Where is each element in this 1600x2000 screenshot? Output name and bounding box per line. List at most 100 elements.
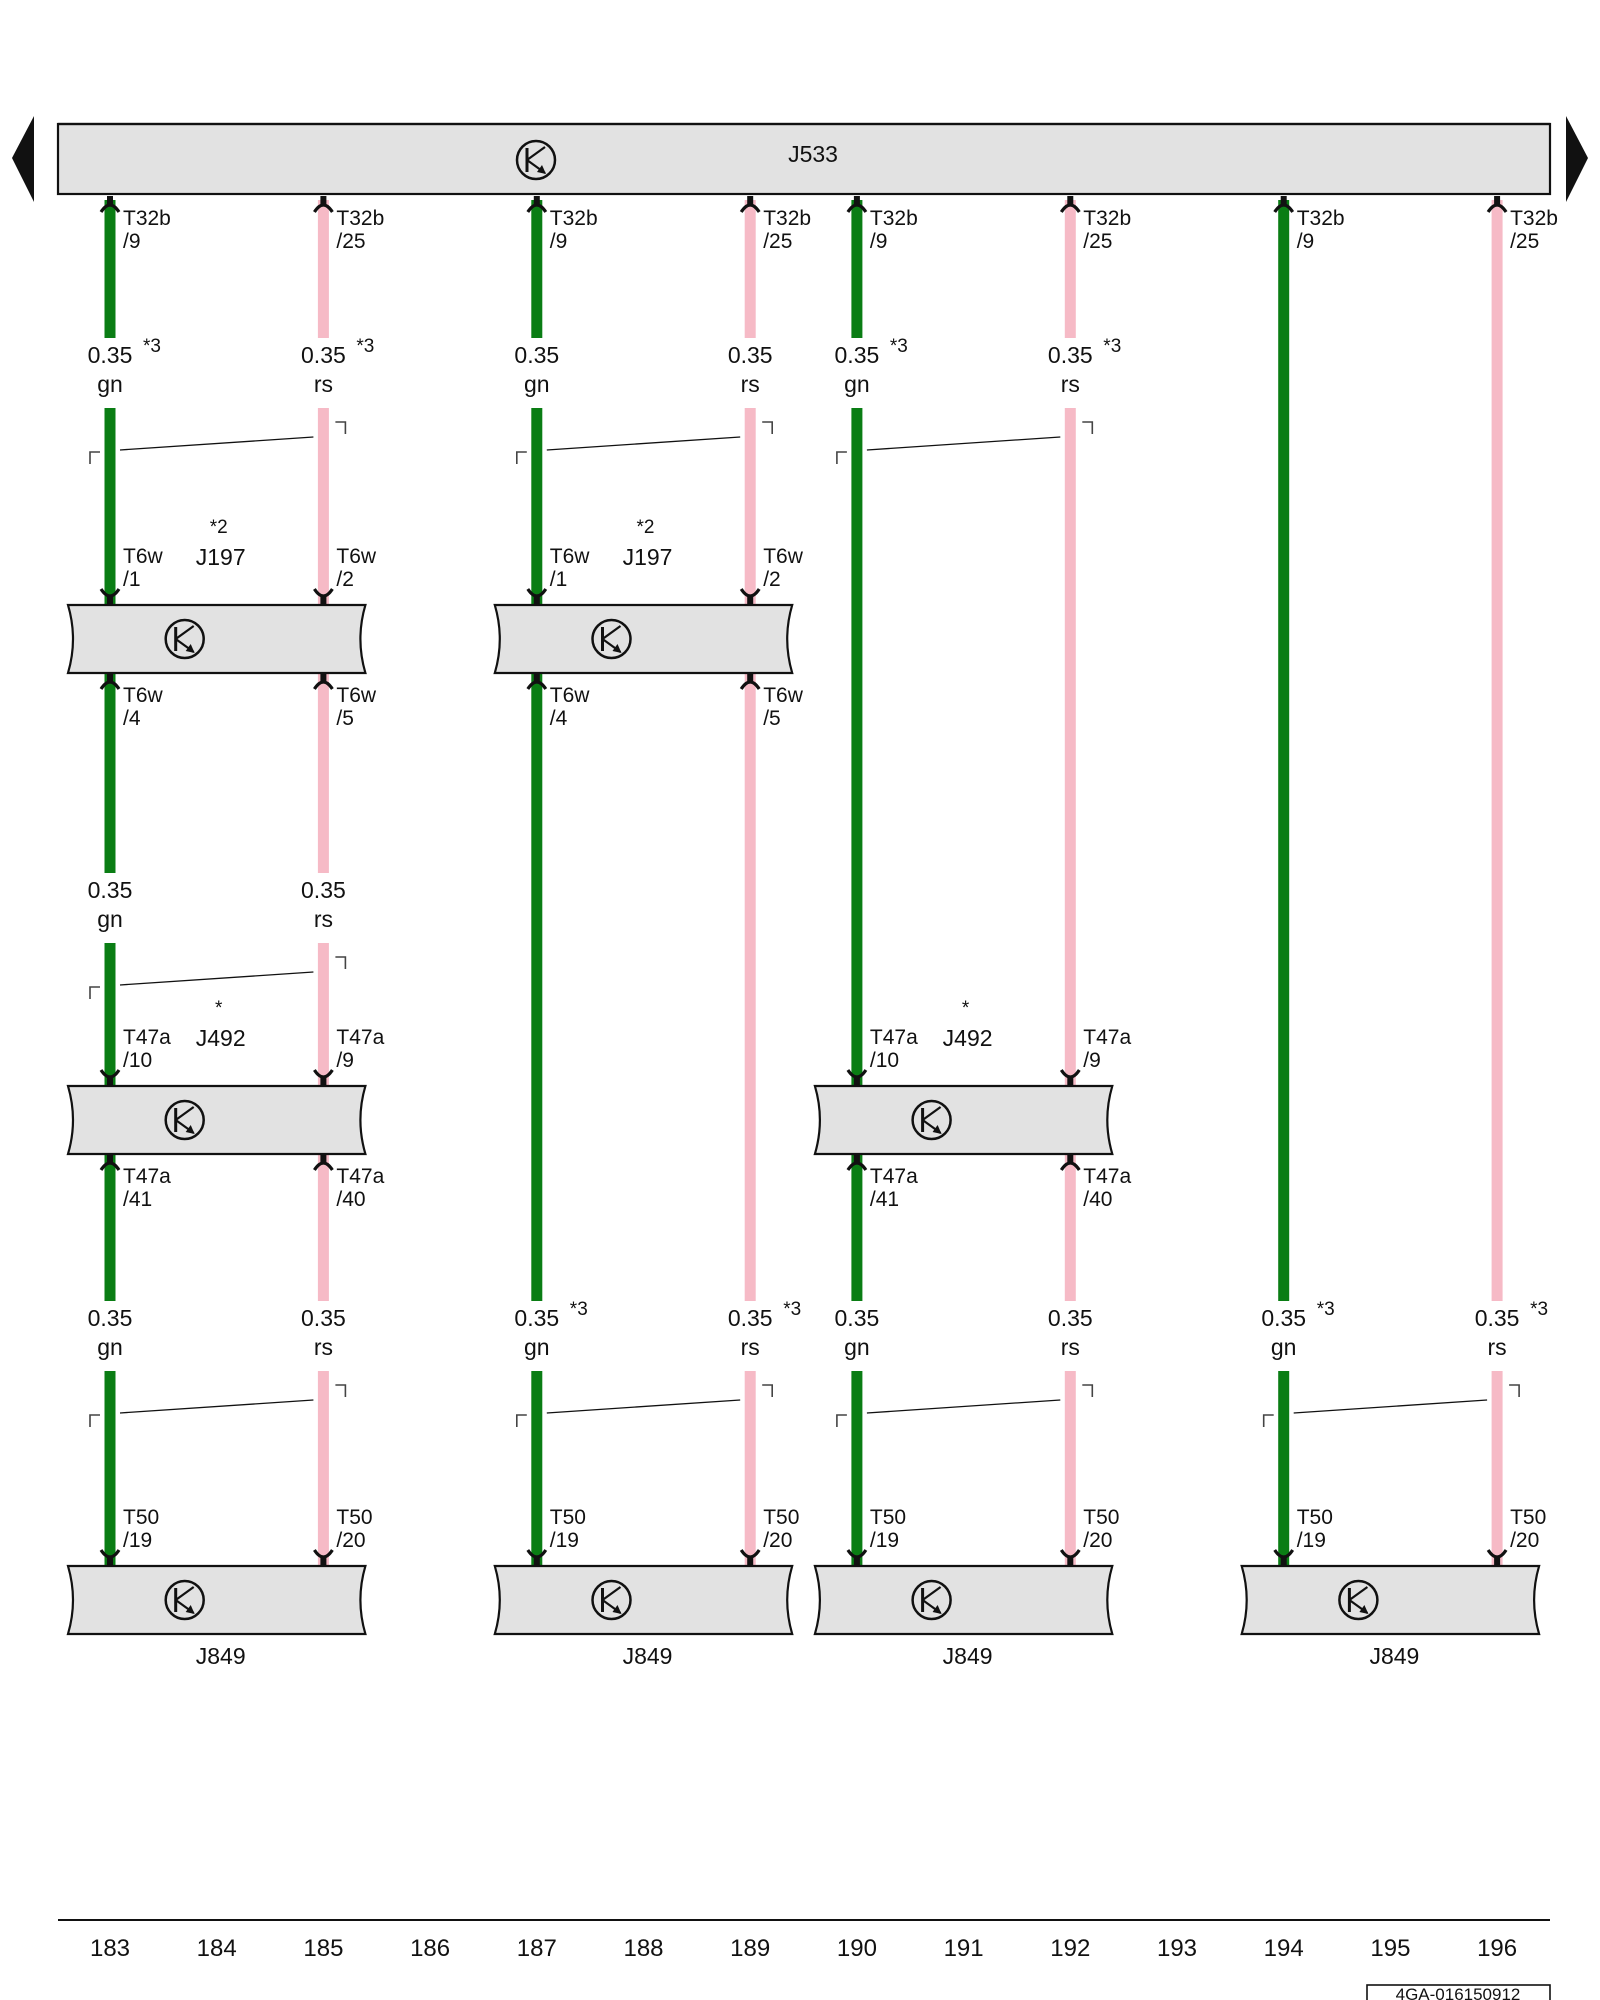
shield-twist — [516, 421, 773, 464]
module-j533-label: J533 — [788, 141, 838, 167]
transistor-icon-collector — [526, 146, 546, 161]
pin-label-green-in: T47a — [870, 1026, 918, 1049]
transistor-icon-arrow — [185, 1605, 195, 1614]
pin-label-green-in: T6w — [123, 545, 164, 568]
shield-twist — [89, 956, 347, 999]
wire-green — [531, 200, 543, 338]
shield-corner — [89, 1414, 100, 1427]
shield-twist — [89, 1384, 347, 1427]
wire-green — [1278, 200, 1290, 1301]
pin-number-pink-top: /25 — [1510, 230, 1539, 253]
wire-color-green: gn — [524, 1334, 550, 1360]
column-number: 188 — [623, 1935, 663, 1962]
wire-size-green: 0.35 — [514, 1305, 559, 1331]
wire-color-pink: rs — [1488, 1334, 1507, 1360]
pin-green-bottom — [526, 1549, 548, 1566]
shield-corner — [335, 1384, 347, 1397]
transistor-icon-arrow — [1359, 1605, 1369, 1614]
wire-color-green: gn — [97, 1334, 123, 1360]
transistor-icon-arrow — [185, 1125, 195, 1134]
pin-number-pink-in: /9 — [1083, 1049, 1101, 1072]
column-number: 191 — [944, 1935, 984, 1962]
pin-green-bottom — [846, 1549, 868, 1566]
wire-layer — [104, 200, 1503, 1566]
wire-pink — [1491, 1371, 1503, 1566]
wire-note-green: *3 — [1317, 1299, 1335, 1320]
module-j492-body — [813, 1084, 1114, 1156]
transistor-icon — [164, 1579, 205, 1621]
wire-pink — [317, 408, 329, 605]
pin-label-pink-in: T6w — [763, 545, 804, 568]
pin-green-bottom — [99, 1549, 121, 1566]
shield-line — [119, 436, 314, 451]
wire-color-pink: rs — [314, 1334, 333, 1360]
pin-green-in — [846, 1069, 868, 1086]
pin-pink-top — [1486, 196, 1508, 213]
wire-color-pink: rs — [1061, 371, 1080, 397]
column-number: 187 — [517, 1935, 557, 1962]
pin-number-green-in: /1 — [123, 568, 141, 591]
pin-label-green-bottom: T50 — [870, 1506, 906, 1529]
pin-stub — [853, 1557, 860, 1566]
pin-label-pink-out: T6w — [763, 684, 804, 707]
pin-pink-top — [1059, 196, 1081, 213]
pin-label-pink-out: T6w — [336, 684, 377, 707]
pin-number-green-out: /41 — [870, 1188, 899, 1211]
pin-number-green-in: /1 — [550, 568, 568, 591]
doc-id: 4GA-016150912 — [1396, 1985, 1521, 2000]
transistor-icon-arrow — [185, 644, 195, 653]
continuation-arrow-left-icon — [12, 116, 34, 202]
pin-label-pink-out: T47a — [1083, 1165, 1131, 1188]
wire-pink — [1064, 1154, 1076, 1301]
module-j197-label: J197 — [623, 544, 673, 570]
pin-stub — [320, 1077, 327, 1086]
shield-corner — [516, 1414, 527, 1427]
module-j849-body — [813, 1564, 1114, 1636]
column-number: 184 — [197, 1935, 237, 1962]
transistor-icon-ring — [591, 1579, 632, 1621]
pin-label-pink-bottom: T50 — [1510, 1506, 1546, 1529]
pin-number-green-in: /10 — [870, 1049, 899, 1072]
pin-number-pink-top: /25 — [336, 230, 365, 253]
pin-green-out — [99, 673, 121, 690]
module-j849-body — [66, 1564, 367, 1636]
pin-green-in — [99, 1069, 121, 1086]
wire-color-pink: rs — [741, 1334, 760, 1360]
transistor-icon-collector — [1348, 1586, 1369, 1601]
pin-number-green-in: /10 — [123, 1049, 152, 1072]
transistor-icon-ring — [911, 1579, 952, 1621]
shield-corner — [762, 1384, 773, 1397]
transistor-icon-ring — [1338, 1579, 1379, 1621]
module-j492-label: J492 — [943, 1025, 993, 1051]
shield-twist — [516, 1384, 773, 1427]
transistor-icon — [591, 618, 632, 660]
pin-number-pink-top: /25 — [763, 230, 792, 253]
wire-green — [851, 200, 863, 338]
doc-id-box — [1366, 1984, 1551, 2000]
pin-green-bottom — [1273, 1549, 1295, 1566]
module-j197-body — [66, 603, 367, 675]
shield-corner — [516, 451, 527, 464]
wire-note-pink: *3 — [1530, 1299, 1548, 1320]
transistor-icon-arrow — [932, 1125, 942, 1134]
pin-stub — [1494, 196, 1501, 205]
pin-label-green-bottom: T50 — [550, 1506, 586, 1529]
wire-green — [531, 1371, 543, 1566]
pin-number-pink-top: /25 — [1083, 230, 1112, 253]
wire-color-green: gn — [97, 371, 123, 397]
wire-size-green: 0.35 — [514, 342, 559, 368]
pin-stub — [107, 673, 113, 682]
shield-corner — [1509, 1384, 1520, 1397]
pin-stub — [1067, 1077, 1074, 1086]
pin-label-pink-in: T47a — [336, 1026, 384, 1049]
pin-pink-top — [313, 196, 334, 213]
wire-note-green: *3 — [143, 336, 161, 357]
pin-pink-out — [313, 673, 334, 690]
wire-size-pink: 0.35 — [728, 342, 773, 368]
module-j492-label: J492 — [196, 1025, 246, 1051]
wire-pink — [317, 943, 329, 1086]
wire-size-pink: 0.35 — [728, 1305, 773, 1331]
shield-line — [119, 971, 314, 986]
pin-label-pink-top: T32b — [336, 207, 384, 230]
